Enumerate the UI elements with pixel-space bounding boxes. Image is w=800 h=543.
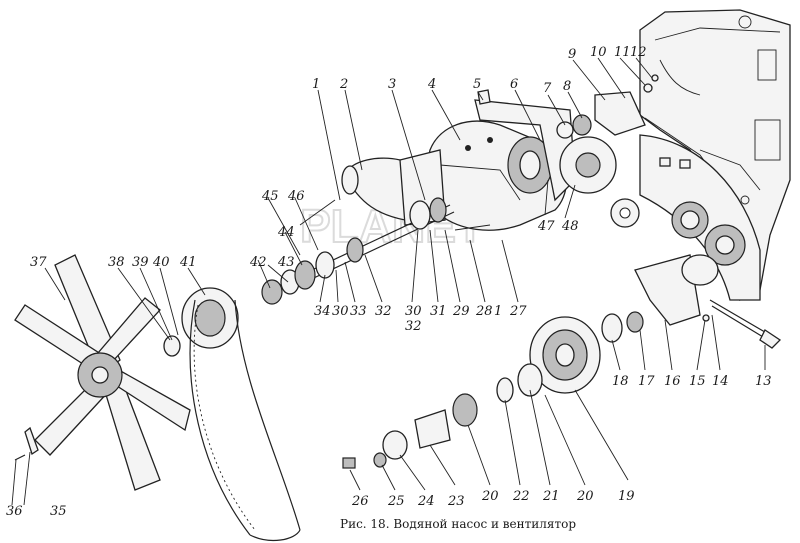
callout-18: 18 xyxy=(612,374,629,389)
callout-17: 17 xyxy=(638,374,655,389)
callout-37: 37 xyxy=(30,255,47,270)
callout-9: 9 xyxy=(568,47,576,62)
callout-33: 33 xyxy=(350,304,367,319)
callout-45: 45 xyxy=(261,189,279,204)
callout-39: 39 xyxy=(132,255,149,270)
callout-30: 30 xyxy=(332,304,349,319)
callout-6: 6 xyxy=(510,77,518,92)
fan-pulley-belt xyxy=(163,287,301,542)
pump-housing xyxy=(426,99,576,231)
callout-46: 46 xyxy=(287,189,305,204)
callout-30b: 31 xyxy=(430,304,447,319)
callout-4: 4 xyxy=(427,77,436,92)
callout-47: 47 xyxy=(537,219,555,234)
callout-10: 10 xyxy=(590,45,607,60)
callout-3: 3 xyxy=(388,77,396,92)
pump-flange xyxy=(477,74,659,194)
fan-bolt xyxy=(14,426,39,461)
callout-20b: 20 xyxy=(481,489,499,504)
callout-35: 35 xyxy=(50,504,67,519)
callout-27: 27 xyxy=(509,304,527,319)
callout-5: 5 xyxy=(473,77,481,92)
pump-shaft xyxy=(261,197,491,305)
callout-31: 30 xyxy=(405,304,422,319)
callout-14: 14 xyxy=(712,374,729,389)
callout-41: 41 xyxy=(179,255,197,270)
callout-8: 8 xyxy=(563,79,571,94)
callout-26: 26 xyxy=(351,494,369,509)
timing-cover xyxy=(610,134,761,301)
callout-1: 1 xyxy=(312,77,320,92)
leader-lines xyxy=(11,57,766,506)
callout-11: 11 xyxy=(614,45,631,60)
callout-24: 24 xyxy=(417,494,435,509)
callout-23: 23 xyxy=(447,494,465,509)
callout-19: 19 xyxy=(618,489,635,504)
callout-1b: 1 xyxy=(494,304,502,319)
callout-15: 15 xyxy=(689,374,706,389)
callout-32a: 32 xyxy=(375,304,392,319)
callout-12: 12 xyxy=(630,45,647,60)
figure-caption: Рис. 18. Водяной насос и вентилятор xyxy=(340,517,576,531)
fan-assembly xyxy=(14,254,191,491)
callout-40: 40 xyxy=(152,255,170,270)
callout-7: 7 xyxy=(543,81,552,96)
callout-25: 25 xyxy=(387,494,405,509)
crank-pulley xyxy=(342,316,601,469)
callout-29: 29 xyxy=(452,304,470,319)
callout-20a: 20 xyxy=(576,489,594,504)
callout-16: 16 xyxy=(664,374,681,389)
callout-32b: 32 xyxy=(405,319,422,334)
callout-36: 36 xyxy=(6,504,23,519)
callout-38: 38 xyxy=(108,255,125,270)
callout-48: 48 xyxy=(561,219,579,234)
tensioner-bracket xyxy=(601,254,782,349)
callout-2: 2 xyxy=(339,77,348,92)
callout-34: 34 xyxy=(314,304,331,319)
callout-44: 44 xyxy=(277,225,295,240)
callout-42: 42 xyxy=(249,255,267,270)
callout-21: 21 xyxy=(542,489,560,504)
callout-43: 43 xyxy=(277,255,295,270)
callout-13: 13 xyxy=(755,374,772,389)
callout-22: 22 xyxy=(512,489,530,504)
callout-labels: 1 2 3 4 5 6 7 8 9 10 11 12 13 14 15 16 1… xyxy=(6,45,772,519)
callout-28: 28 xyxy=(475,304,493,319)
